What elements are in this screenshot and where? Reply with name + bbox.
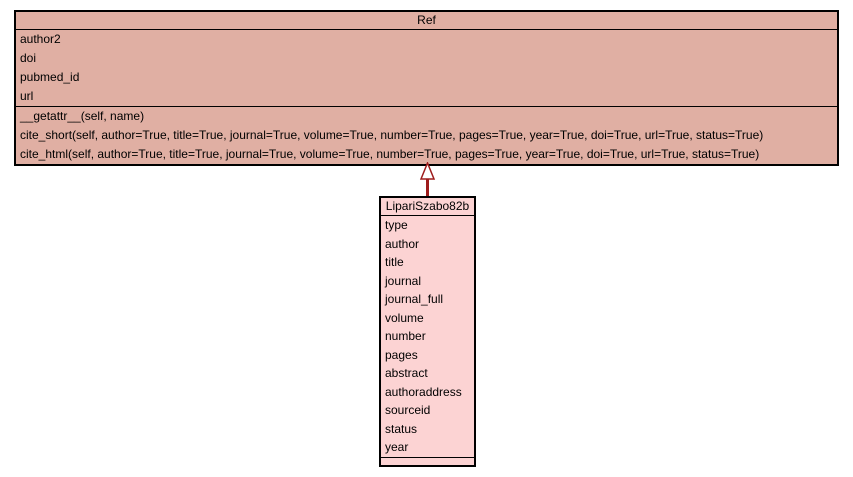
methods-compartment-ref: __getattr__(self, name) cite_short(self,…	[16, 106, 837, 164]
attribute-row: journal	[385, 273, 422, 288]
arrow-head	[419, 162, 436, 180]
attribute-row: pages	[385, 347, 418, 362]
class-box-lipariszabo82b[interactable]: LipariSzabo82b type author title journal…	[379, 196, 476, 467]
attribute-row: volume	[385, 310, 424, 325]
attribute-row: abstract	[385, 366, 428, 380]
attribute-row: year	[385, 440, 409, 454]
attribute-row: authoraddress	[385, 384, 462, 399]
class-name-lipariszabo82b: LipariSzabo82b	[385, 199, 470, 213]
attribute-row: title	[385, 255, 404, 269]
method-row: cite_html(self, author=True, title=True,…	[20, 147, 760, 161]
attribute-row: doi	[20, 51, 37, 65]
attribute-row: journal_full	[385, 292, 444, 306]
attribute-row: author	[385, 236, 420, 251]
method-row: cite_short(self, author=True, title=True…	[20, 128, 764, 142]
attributes-compartment-ref: author2 doi pubmed_id url	[16, 29, 837, 106]
attributes-compartment-lipariszabo82b: type author title journal journal_full v…	[381, 215, 474, 457]
attribute-row: url	[20, 89, 34, 103]
method-row: __getattr__(self, name)	[20, 109, 145, 123]
attribute-row: author2	[20, 32, 61, 46]
attribute-row: pubmed_id	[20, 70, 80, 84]
attribute-row: type	[385, 218, 408, 232]
attribute-row: status	[385, 421, 418, 436]
attribute-row: sourceid	[385, 403, 431, 417]
class-box-ref[interactable]: Ref author2 doi pubmed_id url __getattr_…	[14, 10, 839, 166]
class-name-ref: Ref	[417, 13, 436, 27]
attribute-row: number	[385, 329, 426, 343]
inheritance-arrow	[419, 162, 436, 196]
methods-compartment-lipariszabo82b	[381, 456, 474, 465]
